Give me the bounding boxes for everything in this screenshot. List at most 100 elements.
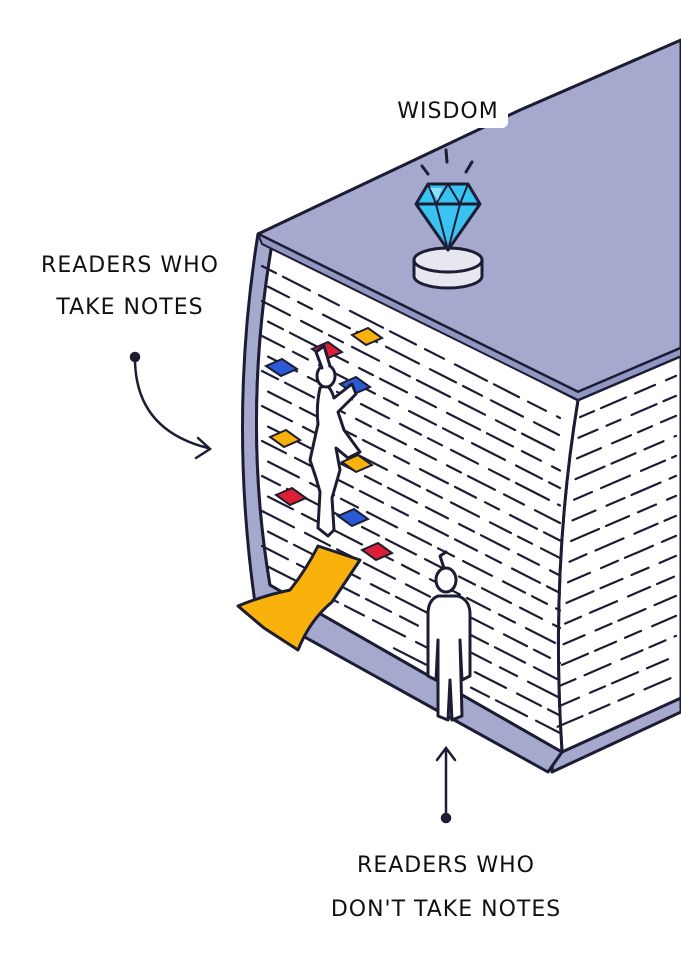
page-text-line [545,585,562,595]
fore-edge-text-line [562,634,586,646]
fore-edge-text-line [673,434,678,438]
page-text-line [461,559,494,577]
fore-edge-text-line [636,425,654,434]
page-text-line [457,400,487,416]
page-text-line [362,561,397,580]
page-text-line [520,450,543,462]
diamond-icon [414,182,482,252]
page-text-line [293,456,314,468]
hold-yellow [349,326,385,347]
fore-edge-text-line [594,622,613,632]
page-text-line [390,506,410,517]
page-text-line [407,409,438,426]
page-text-line [339,497,360,509]
page-text-line [418,468,450,485]
page-text-line [554,607,562,612]
page-text-line [497,613,517,624]
page-text-line [260,299,292,317]
page-text-line [400,563,421,575]
page-text-line [384,345,421,365]
fore-edge-text-lines [556,374,678,728]
page-text-line [371,618,407,638]
page-text-line [423,348,446,360]
page-text-line [485,432,515,448]
page-text-line [533,509,562,525]
page-text-line [457,522,476,533]
page-text-line [532,666,559,681]
fore-edge-text-line [575,447,603,460]
fore-edge-text-line [605,496,626,507]
page-text-line [556,503,562,507]
hold-red [273,486,309,507]
page-text-line [266,285,291,299]
page-text-line [508,513,539,530]
page-text-line [514,481,551,501]
page-text-line [539,547,562,560]
page-text-line [441,427,465,440]
page-text-line [480,587,513,605]
fore-edge-text-line [556,714,584,728]
fore-edge-text-line [588,600,619,614]
page-text-line [266,390,293,405]
page-text-line [489,399,525,418]
page-text-line [502,633,529,648]
climbing-holds [263,326,395,562]
page-text-line [299,319,324,333]
fore-edge-text-line [645,658,670,670]
fore-edge-text-line [630,566,650,577]
fore-edge-text-line [574,465,606,481]
fore-edge-text-line [643,677,672,691]
fore-edge-text-line [639,459,667,472]
wisdom-gem-group [412,148,484,290]
wisdom-label: WISDOM [396,92,508,128]
fore-edge-text-line [572,490,594,501]
page-text-line [266,460,301,479]
page-text-line [260,474,282,487]
page-text-line [546,708,562,717]
fore-edge-text-line [594,537,625,552]
page-text-line [303,531,332,547]
fore-edge-text-line [568,553,588,563]
fore-edge-text-line [653,594,678,607]
page-text-line [384,538,418,556]
fore-edge-text-line [655,575,676,586]
fore-edge-text-line [557,696,581,708]
sparkle-lines [420,148,474,176]
page-text-line [524,626,557,645]
arrow-dont-take-notes [435,745,457,824]
page-text-line [296,300,314,311]
fore-edge-text-line [633,383,657,395]
page-text-line [357,366,375,377]
page-text-line [518,606,544,620]
fore-edge-text-line [560,652,590,667]
page-text-line [260,369,280,381]
page-text-line [453,485,478,499]
page-text-line [266,530,289,543]
page-text-line [469,686,491,698]
page-text-line [514,464,544,480]
page-text-line [361,438,387,453]
fore-edge-text-line [617,692,635,702]
fore-edge-text-line [633,522,659,535]
fore-edge-text-line [617,607,647,622]
page-text-line [520,432,556,451]
page-text-line [406,531,433,546]
page-text-line [413,447,438,461]
wisdom-label-bg [396,92,508,128]
page-text-line [498,666,519,678]
page-text-line [376,429,408,446]
page-text-line [424,506,450,520]
fore-edge-text-line [588,703,611,715]
page-text-line [516,552,541,566]
fore-edge-text-line [569,527,601,543]
page-text-line [394,595,429,614]
fore-edge-text-line [623,544,655,559]
page-text-line [354,417,373,428]
page-text-line [526,680,560,699]
page-text-line [378,377,409,394]
fore-edge-text-line [610,452,637,465]
page-text-line [479,534,511,551]
page-text-line [461,384,484,397]
page-text-line [398,615,420,627]
page-text-line [493,646,527,664]
